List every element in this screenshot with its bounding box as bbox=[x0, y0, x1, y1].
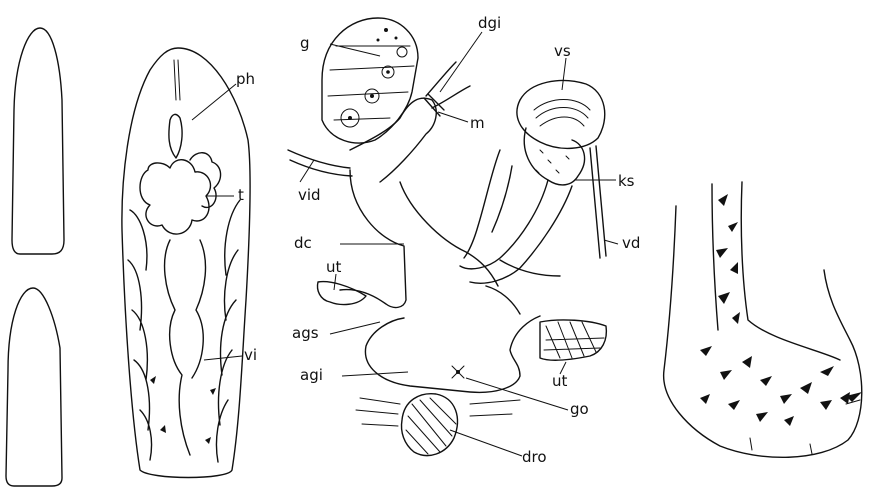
label-ags: ags bbox=[292, 324, 319, 342]
label-ut-lower: ut bbox=[552, 372, 568, 390]
label-vi: vi bbox=[244, 346, 257, 364]
label-vs: vs bbox=[554, 42, 571, 60]
dro-organ bbox=[400, 393, 459, 457]
spiny-organ bbox=[663, 181, 863, 458]
seminal-vesicle bbox=[516, 79, 606, 150]
label-vid: vid bbox=[298, 186, 321, 204]
label-ut-upper: ut bbox=[326, 258, 342, 276]
label-agi: agi bbox=[300, 366, 323, 384]
label-ph: ph bbox=[236, 70, 255, 88]
label-go: go bbox=[570, 400, 589, 418]
label-dc: dc bbox=[294, 234, 312, 252]
pharynx bbox=[168, 113, 183, 159]
germarium bbox=[321, 17, 419, 144]
label-ks: ks bbox=[618, 172, 635, 190]
body-outline-upper bbox=[11, 27, 65, 255]
whole-animal bbox=[121, 47, 251, 479]
label-dgi: dgi bbox=[478, 14, 501, 32]
copulatory-apparatus bbox=[287, 17, 608, 457]
body-outline-lower bbox=[5, 287, 63, 487]
label-t: t bbox=[238, 186, 244, 204]
label-m: m bbox=[470, 114, 485, 132]
label-vd: vd bbox=[622, 234, 640, 252]
label-dro: dro bbox=[522, 448, 547, 466]
label-g: g bbox=[300, 34, 310, 52]
testes bbox=[139, 159, 212, 235]
